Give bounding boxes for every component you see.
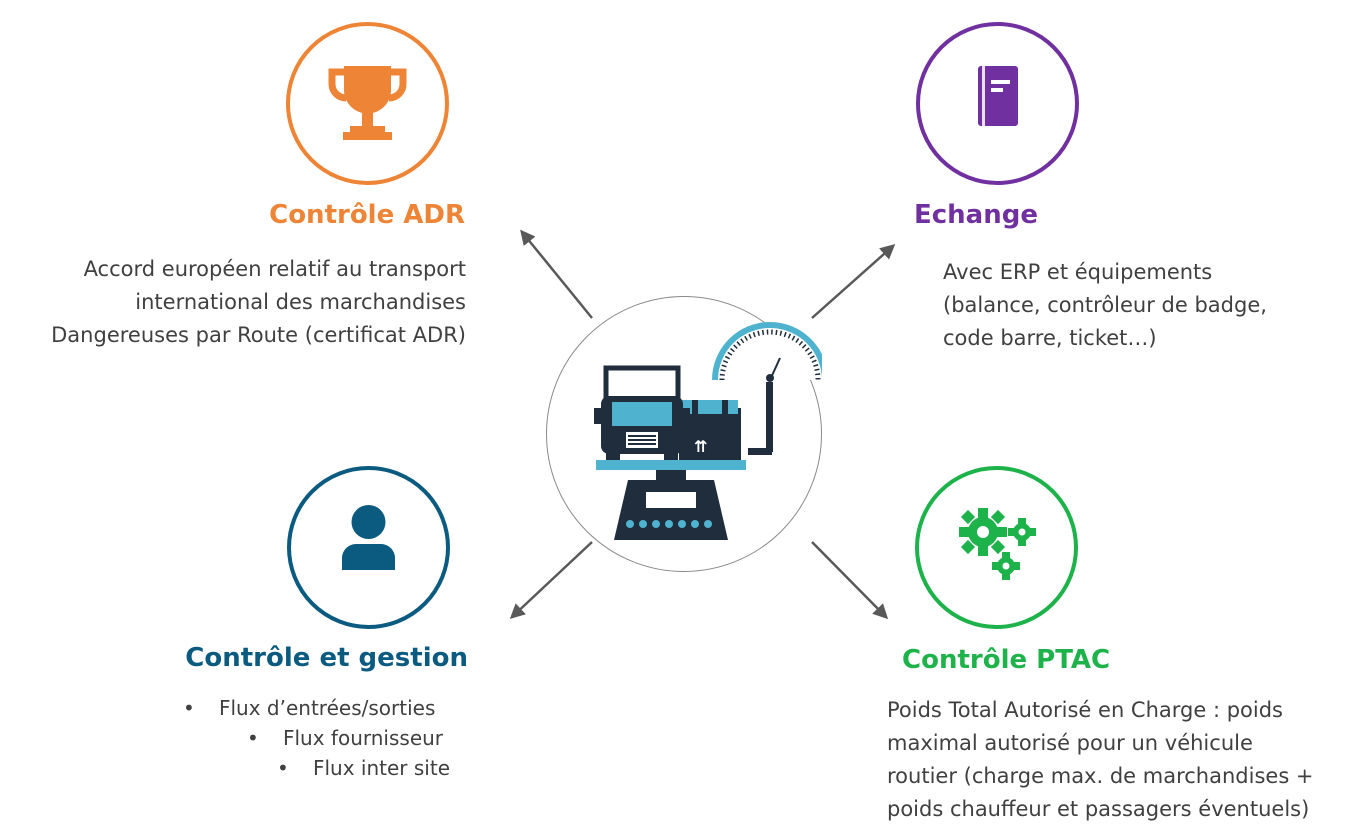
ptac-description: Poids Total Autorisé en Charge : poids m…: [887, 694, 1314, 826]
list-item: Flux d’entrées/sorties: [183, 693, 450, 723]
echange-description: Avec ERP et équipements (balance, contrô…: [943, 256, 1267, 355]
gestion-icon-ring: [287, 466, 450, 629]
center-circle: ⇈: [546, 296, 822, 572]
ptac-icon-ring: [915, 466, 1078, 629]
svg-text:⇈: ⇈: [694, 437, 707, 456]
adr-icon-ring: [286, 22, 449, 185]
ptac-title: Contrôle PTAC: [902, 645, 1111, 675]
echange-icon-ring: [916, 22, 1079, 185]
ptac-line: poids chauffeur et passagers éventuels): [887, 797, 1310, 821]
adr-line: international des marchandises: [135, 290, 466, 314]
echange-line: code barre, ticket…): [943, 326, 1157, 350]
echange-line: (balance, contrôleur de badge,: [943, 293, 1267, 317]
list-item: Flux fournisseur: [183, 723, 450, 753]
ptac-line: routier (charge max. de marchandises +: [887, 764, 1314, 788]
arrow-to-adr: [520, 229, 593, 319]
adr-line: Accord européen relatif au transport: [83, 257, 466, 281]
gears-icon: [959, 508, 1036, 580]
user-icon: [342, 505, 395, 570]
ptac-line: Poids Total Autorisé en Charge : poids: [887, 698, 1283, 722]
list-item: Flux inter site: [183, 753, 450, 783]
adr-line: Dangereuses par Route (certificat ADR): [51, 323, 466, 347]
arrow-to-ptac: [811, 541, 889, 620]
truck-weighing-scale-icon: ⇈: [593, 321, 822, 540]
gestion-flux-list: Flux d’entrées/sorties Flux fournisseur …: [183, 693, 450, 783]
adr-title: Contrôle ADR: [269, 200, 465, 230]
echange-title: Echange: [914, 200, 1038, 230]
book-icon: [978, 66, 1018, 126]
arrow-to-echange: [811, 244, 896, 319]
ptac-line: maximal autorisé pour un véhicule: [887, 731, 1253, 755]
echange-line: Avec ERP et équipements: [943, 260, 1213, 284]
arrow-to-gestion: [509, 541, 593, 620]
gestion-title: Contrôle et gestion: [185, 643, 468, 673]
adr-description: Accord européen relatif au transport int…: [51, 253, 466, 352]
trophy-icon: [328, 66, 407, 140]
